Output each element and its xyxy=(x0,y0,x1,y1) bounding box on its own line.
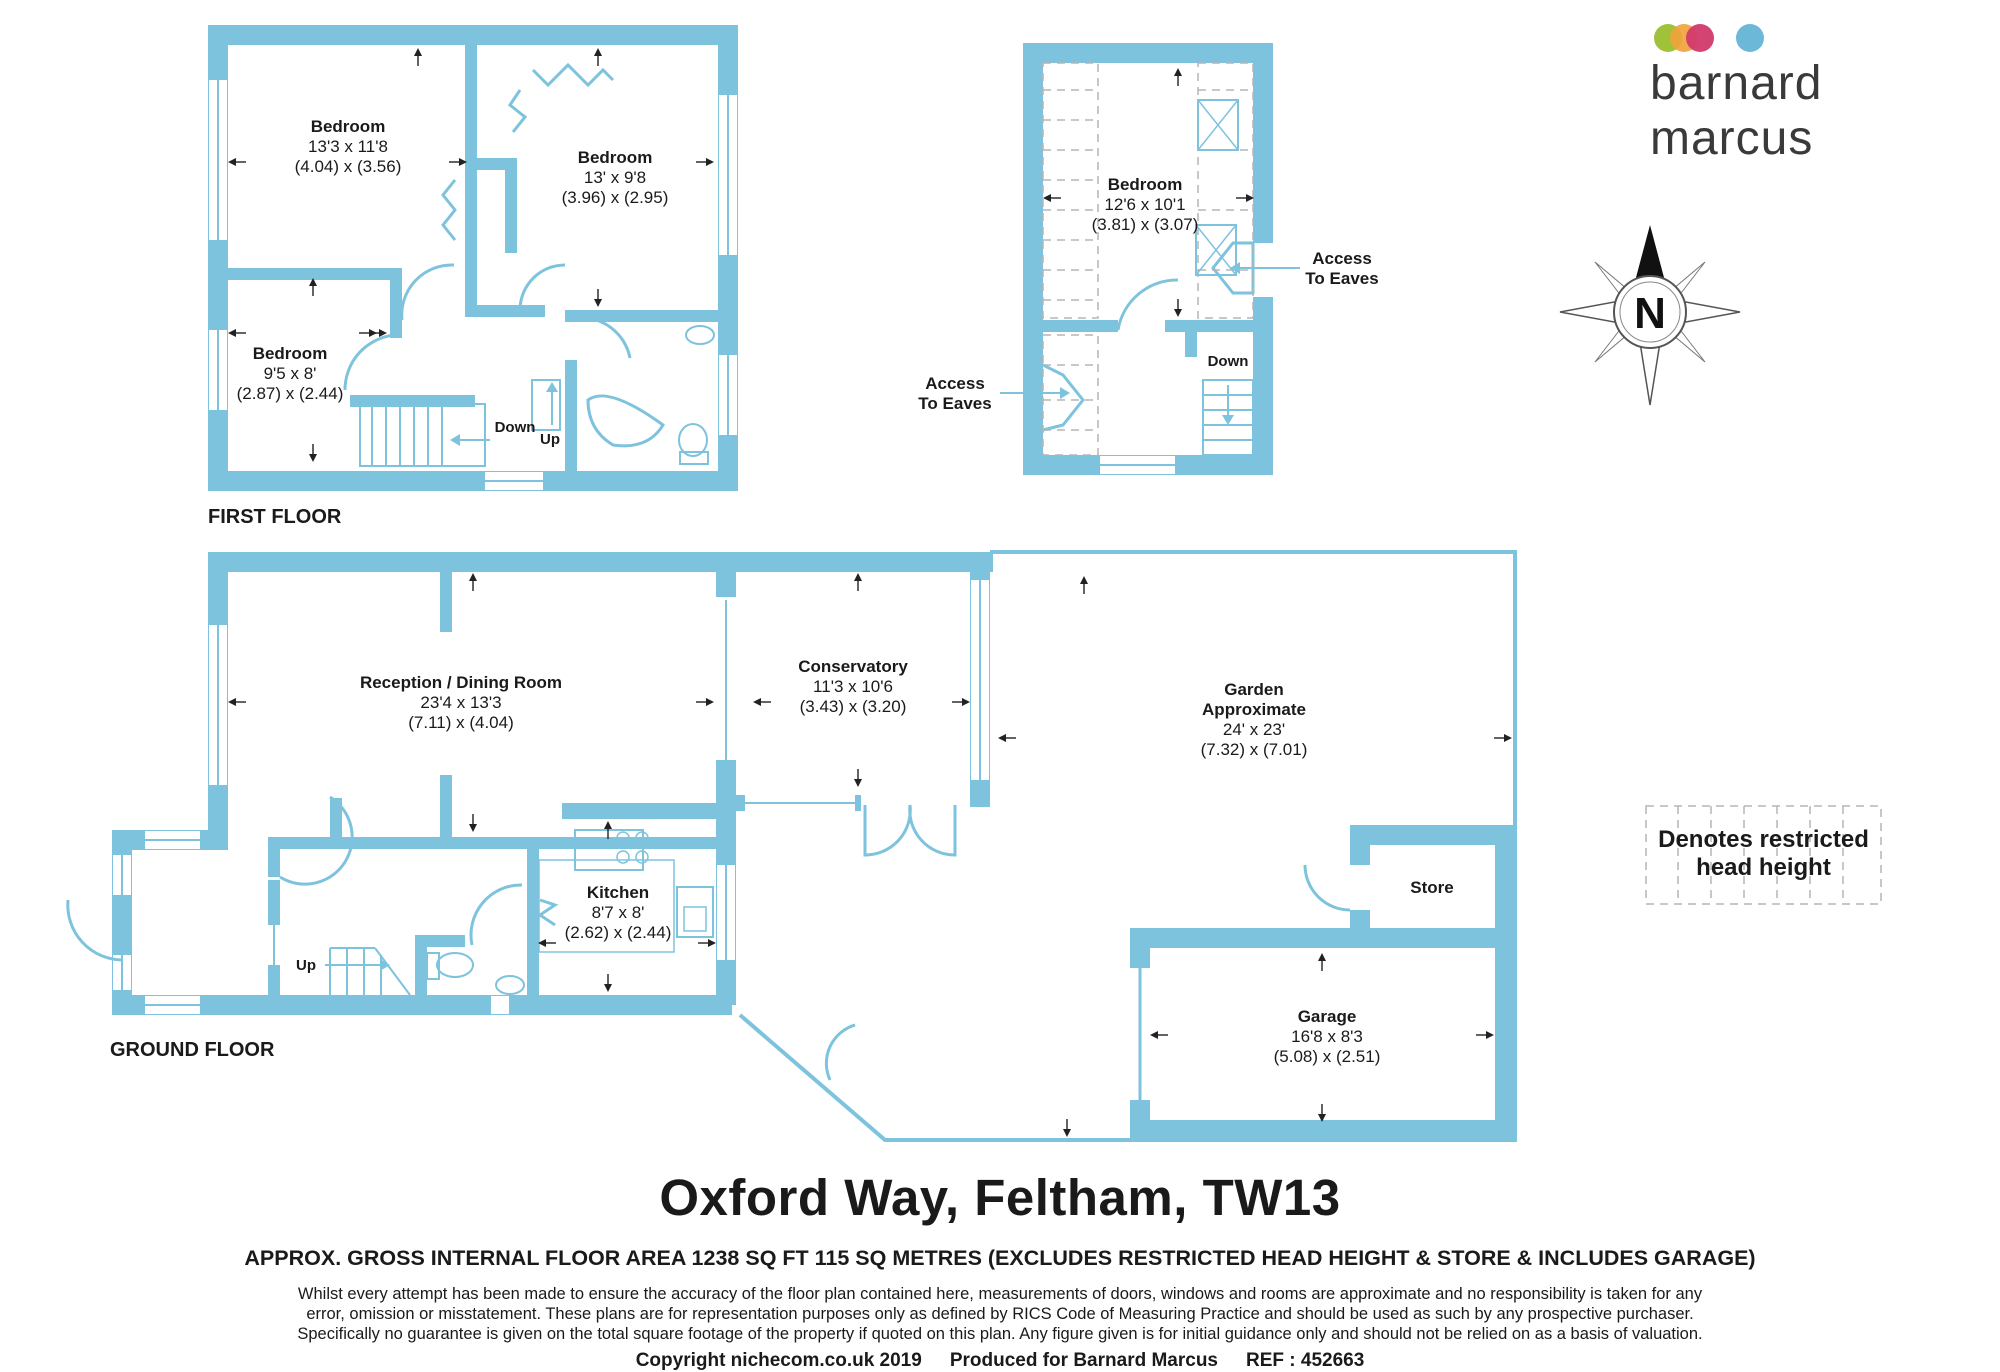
first-floor-stairs-down: Down xyxy=(495,419,536,436)
restricted-height-legend-box xyxy=(1645,805,1882,905)
access-eaves-left-line2: To Eaves xyxy=(918,394,991,413)
dimension-arrow xyxy=(449,158,467,166)
bedroom-2-name: Bedroom xyxy=(578,148,653,167)
dimension-arrow xyxy=(854,769,862,787)
legend-line-2: head height xyxy=(1696,854,1831,881)
garden-imperial: 24' x 23' xyxy=(1223,720,1285,739)
reception-name: Reception / Dining Room xyxy=(360,673,562,692)
dimension-arrow xyxy=(1063,1119,1071,1137)
access-eaves-left-line1: Access xyxy=(925,374,985,393)
garden-approximate: Approximate xyxy=(1202,700,1306,719)
dimension-arrows xyxy=(228,48,1512,1137)
dimension-arrow xyxy=(228,698,246,706)
dimension-arrow xyxy=(594,48,602,66)
dimension-arrow xyxy=(1318,1104,1326,1122)
bedroom-1-metric: (4.04) x (3.56) xyxy=(295,157,402,176)
dimension-arrow xyxy=(696,698,714,706)
dimension-arrow xyxy=(698,939,716,947)
bedroom-4-name: Bedroom xyxy=(1108,175,1183,194)
conservatory-name: Conservatory xyxy=(798,657,908,676)
legend-line-1: Denotes restricted xyxy=(1658,826,1869,853)
loft-floor-plan: Bedroom 12'6 x 10'1 (3.81) x (3.07) Down… xyxy=(918,43,1379,475)
dimension-arrow xyxy=(309,444,317,462)
kitchen-name: Kitchen xyxy=(587,883,649,902)
bedroom-2-imperial: 13' x 9'8 xyxy=(584,168,646,187)
brand-name: barnard marcus xyxy=(1650,57,1823,165)
disclaimer-line-3: Specifically no guarantee is given on th… xyxy=(297,1325,1703,1343)
bedroom-4-metric: (3.81) x (3.07) xyxy=(1092,215,1199,234)
bedroom-4-imperial: 12'6 x 10'1 xyxy=(1104,195,1185,214)
dimension-arrow xyxy=(1174,299,1182,317)
ground-floor-stairs-up: Up xyxy=(296,957,316,974)
store-name: Store xyxy=(1410,878,1453,897)
garden-metric: (7.32) x (7.01) xyxy=(1201,740,1308,759)
access-eaves-right-line2: To Eaves xyxy=(1305,269,1378,288)
copyright-ref: REF : 452663 xyxy=(1246,1350,1365,1371)
dimension-arrow xyxy=(469,814,477,832)
dimension-arrow xyxy=(1236,194,1254,202)
logo-dot-blue xyxy=(1736,24,1764,52)
bedroom-3-imperial: 9'5 x 8' xyxy=(264,364,317,383)
dimension-arrow xyxy=(469,573,477,591)
dimension-arrow xyxy=(228,329,246,337)
dimension-arrow xyxy=(696,158,714,166)
reception-metric: (7.11) x (4.04) xyxy=(408,713,514,732)
dimension-arrow xyxy=(854,573,862,591)
dimension-arrow xyxy=(604,974,612,992)
logo-dot-magenta xyxy=(1686,24,1714,52)
dimension-arrow xyxy=(1494,734,1512,742)
dimension-arrow xyxy=(309,278,317,296)
garden-name: Garden xyxy=(1224,680,1284,699)
dimension-arrow xyxy=(1174,68,1182,86)
brand-logo-dots xyxy=(1654,24,1764,52)
dimension-arrow xyxy=(594,289,602,307)
reception-imperial: 23'4 x 13'3 xyxy=(420,693,501,712)
dimension-arrow xyxy=(1080,576,1088,594)
bedroom-1-name: Bedroom xyxy=(311,117,386,136)
bedroom-2-metric: (3.96) x (2.95) xyxy=(562,188,669,207)
dimension-arrow xyxy=(998,734,1016,742)
dimension-arrow xyxy=(369,329,387,337)
garage-name: Garage xyxy=(1298,1007,1357,1026)
disclaimer-line-2: error, omission or misstatement. These p… xyxy=(306,1305,1694,1323)
copyright-line: Copyright nichecom.co.uk 2019 Produced fo… xyxy=(0,1350,2000,1372)
dimension-arrow xyxy=(538,939,556,947)
bedroom-1-imperial: 13'3 x 11'8 xyxy=(308,137,388,156)
floor-area-text: APPROX. GROSS INTERNAL FLOOR AREA 1238 S… xyxy=(244,1246,1756,1270)
kitchen-imperial: 8'7 x 8' xyxy=(592,903,645,922)
first-floor-stairs-up: Up xyxy=(540,431,560,448)
disclaimer-line-1: Whilst every attempt has been made to en… xyxy=(297,1285,1703,1303)
bedroom-3-name: Bedroom xyxy=(253,344,328,363)
dimension-arrow xyxy=(1150,1031,1168,1039)
compass-rose: N xyxy=(1559,225,1741,406)
dimension-arrow xyxy=(952,698,970,706)
dimension-arrow xyxy=(1476,1031,1494,1039)
conservatory-metric: (3.43) x (3.20) xyxy=(800,697,907,716)
ground-floor-plan: Up Rec xyxy=(66,550,1517,1142)
dimension-arrow xyxy=(414,48,422,66)
access-eaves-right-line1: Access xyxy=(1312,249,1372,268)
restricted-height-legend-text: Denotes restricted head height xyxy=(1645,826,1882,882)
loft-stairs-down: Down xyxy=(1208,353,1249,370)
conservatory-imperial: 11'3 x 10'6 xyxy=(813,677,893,696)
dimension-arrow xyxy=(1043,194,1061,202)
kitchen-metric: (2.62) x (2.44) xyxy=(565,923,672,942)
property-title: Oxford Way, Feltham, TW13 xyxy=(659,1169,1341,1226)
copyright-produced: Produced for Barnard Marcus xyxy=(949,1350,1218,1371)
first-floor-label: FIRST FLOOR xyxy=(208,506,342,528)
dimension-arrow xyxy=(604,821,612,839)
bedroom-3-metric: (2.87) x (2.44) xyxy=(237,384,344,403)
ground-floor-label: GROUND FLOOR xyxy=(110,1039,275,1061)
garage-imperial: 16'8 x 8'3 xyxy=(1291,1027,1363,1046)
garage-metric: (5.08) x (2.51) xyxy=(1274,1047,1381,1066)
dimension-arrow xyxy=(228,158,246,166)
copyright-site: Copyright nichecom.co.uk 2019 xyxy=(635,1350,922,1371)
dimension-arrow xyxy=(1318,953,1326,971)
disclaimer: Whilst every attempt has been made to en… xyxy=(230,1284,1770,1344)
dimension-arrow xyxy=(753,698,771,706)
compass-north-label: N xyxy=(1634,289,1666,338)
first-floor-plan: Bedroom 13'3 x 11'8 (4.04) x (3.56) Bedr… xyxy=(208,25,738,528)
